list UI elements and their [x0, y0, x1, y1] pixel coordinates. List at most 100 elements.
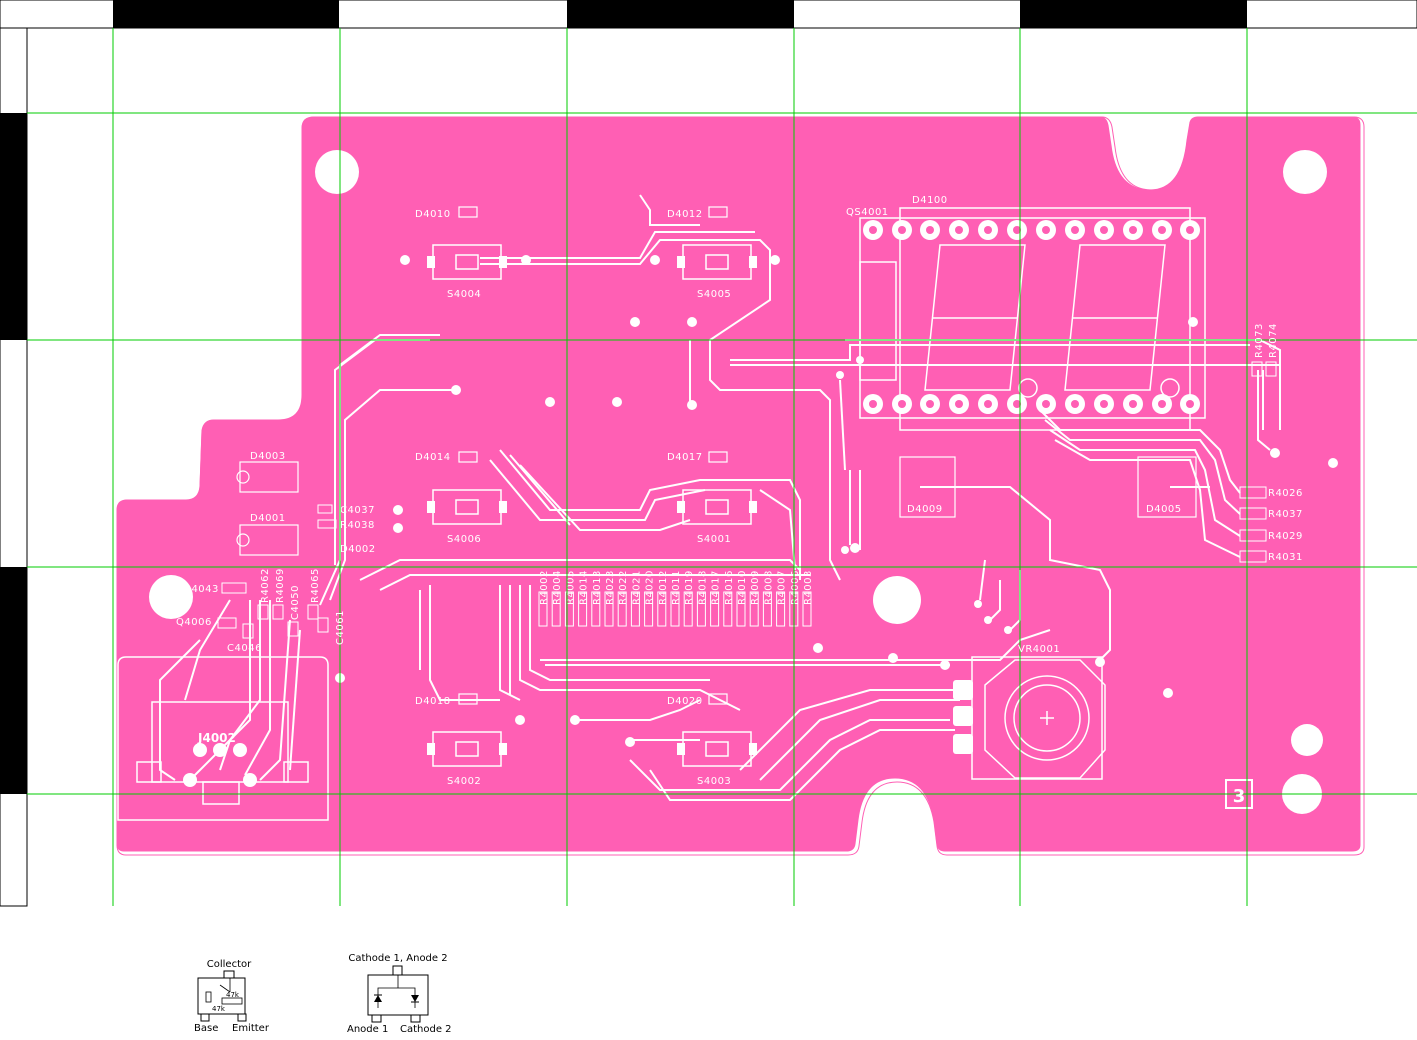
pcb-board [113, 113, 1365, 856]
legend-diode-top-label: Cathode 1, Anode 2 [348, 953, 447, 964]
pcb-pads [335, 255, 1338, 747]
legend-collector-label: Collector [207, 959, 252, 970]
res-label-16: R4009 [750, 570, 761, 605]
label-s4006: S4006 [447, 534, 481, 545]
label-r4031: R4031 [1268, 552, 1303, 563]
mounting-holes [149, 150, 1327, 814]
res-label-14: R4016 [724, 570, 735, 605]
legend-r1: 47k [226, 991, 240, 999]
leds [236, 206, 1197, 705]
label-r4026: R4026 [1268, 488, 1303, 499]
label-r4062: R4062 [260, 568, 271, 603]
res-label-5: R4023 [605, 570, 616, 605]
res-body-10 [670, 591, 680, 627]
label-d4012: D4012 [667, 209, 703, 220]
label-c4061: C4061 [335, 610, 346, 645]
label-d4014: D4014 [415, 452, 451, 463]
res-body-9 [657, 591, 667, 627]
label-d4100: D4100 [912, 195, 948, 206]
res-label-6: R4022 [618, 570, 629, 605]
res-label-12: R4018 [697, 570, 708, 605]
label-d4005: D4005 [1146, 504, 1182, 515]
label-r4038: R4038 [340, 520, 375, 531]
legend-anode1-label: Anode 1 [347, 1024, 388, 1035]
res-body-7 [630, 591, 640, 627]
res-body-3 [578, 591, 588, 627]
res-body-13 [710, 591, 720, 627]
resistor-array [538, 591, 812, 627]
label-d4003: D4003 [250, 451, 286, 462]
res-label-0: R4002 [539, 570, 550, 605]
grid-lines [27, 28, 1417, 906]
label-s4005: S4005 [697, 289, 731, 300]
display-module [859, 207, 1206, 431]
res-body-17 [762, 591, 772, 627]
j4002-connector [117, 656, 329, 821]
label-c4050: C4050 [290, 585, 301, 620]
res-body-15 [736, 591, 746, 627]
res-label-15: R4010 [737, 570, 748, 605]
label-r4065: R4065 [310, 568, 321, 603]
label-r4029: R4029 [1268, 531, 1303, 542]
label-r4043: R4043 [184, 584, 219, 595]
legend-emitter-label: Emitter [232, 1023, 270, 1034]
legend-r2: 47k [212, 1005, 226, 1013]
res-body-4 [591, 591, 601, 627]
res-label-10: R4011 [671, 570, 682, 605]
res-body-12 [696, 591, 706, 627]
label-c4037: C4037 [340, 505, 375, 516]
j4002-pins [183, 743, 257, 787]
switch-pads [427, 256, 757, 755]
top-ruler [0, 0, 1417, 29]
res-body-0 [538, 591, 548, 627]
res-body-5 [604, 591, 614, 627]
label-s4002: S4002 [447, 776, 481, 787]
label-vr4001: VR4001 [1018, 644, 1060, 655]
label-d4009: D4009 [907, 504, 943, 515]
legend-cathode2-label: Cathode 2 [400, 1024, 452, 1035]
component-labels: D4010 D4012 QS4001 D4100 S4004 S4005 R40… [176, 195, 1303, 807]
label-s4003: S4003 [697, 776, 731, 787]
label-s4001: S4001 [697, 534, 731, 545]
legend-dual-diode: Cathode 1, Anode 2 Anode 1 Cathode 2 [347, 953, 452, 1035]
vr4001-pads [953, 680, 973, 754]
res-body-18 [776, 591, 786, 627]
res-body-11 [683, 591, 693, 627]
board-number: 3 [1233, 786, 1246, 807]
label-d4018: D4018 [415, 696, 451, 707]
label-qs4001: QS4001 [846, 207, 889, 218]
res-body-2 [564, 591, 574, 627]
res-body-6 [617, 591, 627, 627]
res-label-11: R4019 [684, 570, 695, 605]
res-label-19: R4006 [790, 570, 801, 605]
display-pin-holes [869, 226, 1194, 408]
label-d4001: D4001 [250, 513, 286, 524]
label-d4017: D4017 [667, 452, 703, 463]
res-label-17: R4008 [763, 570, 774, 605]
res-label-7: R4021 [631, 570, 642, 605]
label-r4037: R4037 [1268, 509, 1303, 520]
label-s4004: S4004 [447, 289, 481, 300]
label-j4002: J4002 [197, 731, 236, 745]
res-label-2: R4005 [565, 570, 576, 605]
res-label-4: R4013 [592, 570, 603, 605]
res-body-20 [802, 591, 812, 627]
res-body-8 [644, 591, 654, 627]
res-label-1: R4004 [552, 570, 563, 605]
res-label-20: R4003 [803, 570, 814, 605]
label-r4073: R4073 [1254, 323, 1265, 358]
res-body-16 [749, 591, 759, 627]
legend-base-label: Base [194, 1023, 218, 1034]
label-d4010: D4010 [415, 209, 451, 220]
res-label-9: R4012 [658, 570, 669, 605]
res-label-3: R4014 [579, 570, 590, 605]
label-d4002: D4002 [340, 544, 376, 555]
res-label-13: R4017 [711, 570, 722, 605]
res-label-18: R4007 [777, 570, 788, 605]
legend-transistor: Collector 47k 47k Base Emitter [194, 959, 270, 1034]
left-ruler [0, 27, 28, 907]
label-r4069: R4069 [275, 568, 286, 603]
label-c4046: C4046 [227, 643, 262, 654]
